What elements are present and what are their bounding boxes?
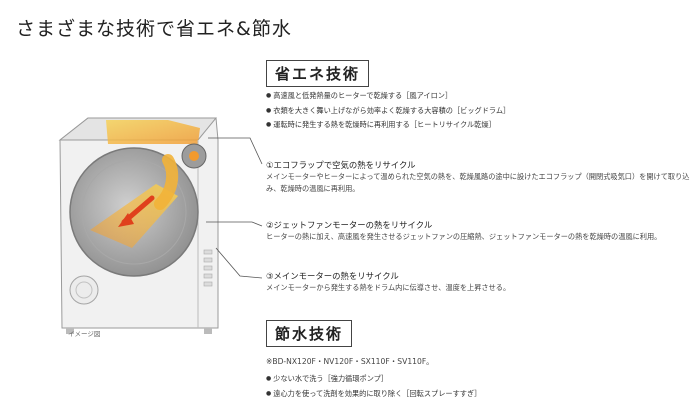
feature-body: メインモーターやヒーターによって温められた空気の熱を、乾燥風路の途中に設けたエコ… xyxy=(266,172,690,193)
leader-line-2 xyxy=(206,221,263,227)
filter-cap xyxy=(69,275,99,305)
heat-duct-curve xyxy=(154,154,179,210)
page-title: さまざまな技術で省エネ&節水 xyxy=(16,18,292,40)
model-note: ※BD-NX120F・NV120F・SX110F・SV110F。 xyxy=(266,357,434,366)
feature-heading: ③メインモーターの熱をリサイクル xyxy=(266,271,399,281)
feature-body: メインモーターから発生する熱をドラム内に伝導させ、温度を上昇させる。 xyxy=(266,283,511,292)
water-heading: 節水技術 xyxy=(266,320,353,347)
energy-heading: 省エネ技術 xyxy=(266,60,370,87)
feature-jet-fan: ②ジェットファンモーターの熱をリサイクル ヒーターの熱に加え、高速風を発生させる… xyxy=(266,219,691,243)
leader-line-1 xyxy=(208,137,263,165)
feature-body: ヒーターの熱に加え、高速風を発生させるジェットファンの圧縮熱、ジェットファンモー… xyxy=(266,232,662,241)
washer-dryer-illustration xyxy=(58,117,219,334)
feature-eco-flap: ①エコフラップで空気の熱をリサイクル メインモーターやヒーターによって温められた… xyxy=(266,159,691,195)
energy-bullet-list: 高速風と低発熱量のヒーターで乾燥する［風アイロン］ 衣類を大きく舞い上げながら効… xyxy=(266,89,510,133)
feature-main-motor: ③メインモーターの熱をリサイクル メインモーターから発生する熱をドラム内に伝導さ… xyxy=(266,270,691,294)
water-bullet-list: 少ない水で洗う［強力循環ポンプ］ 遠心力を使って洗剤を効果的に取り除く［回転スプ… xyxy=(266,372,481,401)
list-item: 運転時に発生する熱を乾燥時に再利用する［ヒートリサイクル乾燥］ xyxy=(266,118,510,133)
list-item: 衣類を大きく舞い上げながら効率よく乾燥する大容積の［ビッグドラム］ xyxy=(266,104,510,119)
feature-heading: ②ジェットファンモーターの熱をリサイクル xyxy=(266,220,433,230)
list-item: 遠心力を使って洗剤を効果的に取り除く［回転スプレーすすぎ］ xyxy=(266,387,481,402)
side-control-buttons xyxy=(203,249,213,287)
leader-line-3 xyxy=(215,247,263,279)
image-caption: イメージ図 xyxy=(68,330,101,338)
list-item: 少ない水で洗う［強力循環ポンプ］ xyxy=(266,372,481,387)
top-heat-duct xyxy=(106,120,200,144)
feature-heading: ①エコフラップで空気の熱をリサイクル xyxy=(266,160,416,170)
list-item: 高速風と低発熱量のヒーターで乾燥する［風アイロン］ xyxy=(266,89,510,104)
